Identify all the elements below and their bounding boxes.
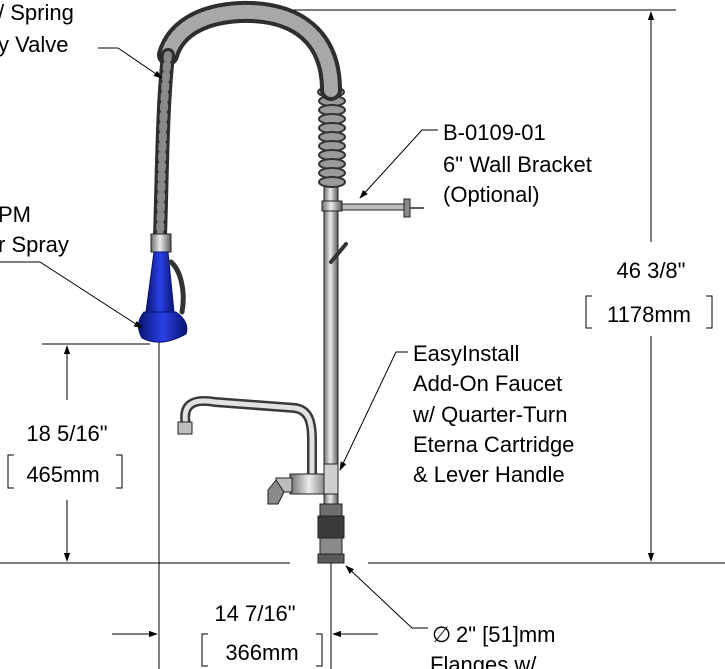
hose-callout-line1: / Spring: [0, 0, 74, 25]
overall-height-metric: 1178mm: [607, 302, 691, 327]
diameter-symbol: ∅: [432, 622, 451, 647]
spray-height-metric: 465mm: [26, 462, 99, 487]
centerline-metric: 366mm: [225, 640, 298, 665]
bracket-callout-line2: 6" Wall Bracket: [443, 152, 592, 177]
overall-height-imperial: 46 3/8": [617, 258, 686, 283]
spray-height-imperial: 18 5/16": [26, 421, 107, 446]
callout-leaders: [0, 47, 438, 629]
faucet-callout-line3: w/ Quarter-Turn: [412, 402, 567, 427]
spout-aerator: [177, 421, 193, 435]
riser-pipe: [323, 185, 339, 497]
spray-valve-lever: [168, 259, 186, 315]
spray-callout-line1: PM: [0, 202, 31, 227]
flange-callout-line1: 2" [51]mm: [456, 622, 556, 647]
overall-height-dimension: [585, 11, 713, 562]
bracket-callout-line3: (Optional): [443, 182, 540, 207]
spray-callout-line2: r Spray: [0, 232, 69, 257]
centerline-imperial: 14 7/16": [214, 601, 295, 626]
riser-spring: [317, 86, 346, 188]
flange-callout-line2: Flanges w/: [430, 652, 537, 669]
spray-valve-neck: [150, 233, 172, 253]
faucet-callout-line5: & Lever Handle: [413, 462, 565, 487]
bracket-collar: [321, 200, 343, 212]
hook: [329, 242, 348, 264]
wall-flange: [317, 553, 345, 564]
hose-callout-line2: y Valve: [0, 32, 69, 57]
centerline-dimension: [112, 630, 378, 667]
lever-handle: [267, 479, 285, 505]
spray-height-dimension: [7, 345, 123, 562]
bracket-arm: [341, 203, 407, 211]
dimension-lines: [0, 9, 725, 669]
faucet-callout-line2: Add-On Faucet: [413, 371, 562, 396]
bracket-callout-line1: B-0109-01: [443, 120, 546, 145]
spray-valve-head: [138, 311, 188, 343]
riser-nut: [319, 503, 343, 517]
add-on-spout: [180, 396, 317, 485]
riser-base: [317, 515, 345, 539]
faucet-illustration: [138, 0, 424, 564]
bracket-flange: [403, 198, 411, 218]
faucet-callout-line4: Eterna Cartridge: [413, 432, 574, 457]
faucet-callout-line1: EasyInstall: [413, 341, 519, 366]
